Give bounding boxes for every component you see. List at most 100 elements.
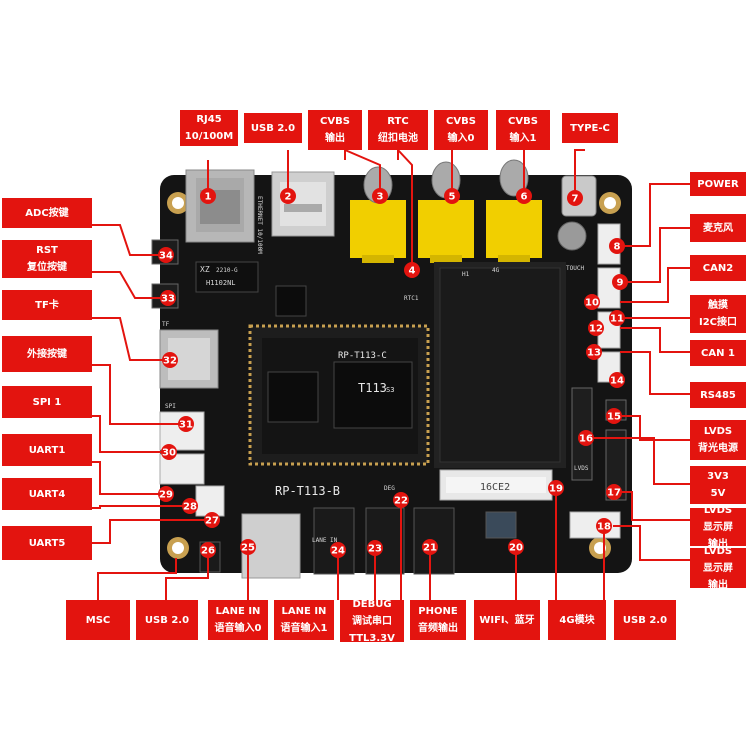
marker-13: 13 (587, 348, 601, 359)
core-module (248, 324, 430, 466)
callout-wifi-bt: WIFI、蓝牙 (474, 600, 540, 640)
callout-line: RJ45 (196, 114, 222, 125)
silk-xz: XZ (200, 265, 210, 274)
marker-3-circle (372, 188, 388, 204)
callout-line: 5V (710, 488, 726, 499)
marker-14-circle (609, 372, 625, 388)
callout-can1: CAN 1 (690, 340, 746, 366)
marker-30-circle (161, 444, 177, 460)
marker-15: 15 (607, 412, 621, 423)
callout-line: 外接按键 (27, 348, 67, 360)
callout-line: 输出 (708, 538, 728, 550)
callout-usb-top: USB 2.0 (244, 113, 302, 143)
marker-9: 9 (617, 278, 624, 289)
minipcie-connector (439, 469, 553, 501)
callout-line: SPI 1 (32, 396, 62, 408)
callout-uart1: UART1 (2, 434, 92, 466)
rj45-connector (185, 169, 255, 243)
marker-11-circle (609, 310, 625, 326)
capacitor (557, 221, 587, 251)
marker-25-circle (240, 539, 256, 555)
marker-13-circle (586, 344, 602, 360)
marker-17-circle (606, 484, 622, 500)
marker-16-circle (578, 430, 594, 446)
marker-5-circle (444, 188, 460, 204)
marker-4: 4 (409, 266, 416, 277)
callout-msc: MSC (66, 600, 130, 640)
silk-tf: TF (162, 321, 170, 328)
marker-22: 22 (394, 496, 408, 507)
callout-lvds-backlight: LVDS 背光电源 (690, 420, 746, 460)
marker-12-circle (588, 320, 604, 336)
callout-line: UART1 (28, 444, 66, 456)
marker-19: 19 (549, 484, 563, 495)
marker-20-circle (508, 539, 524, 555)
marker-1: 1 (205, 192, 212, 203)
callout-line: 输入1 (509, 133, 537, 144)
callout-line: UART5 (28, 537, 66, 549)
silk-deg: DEG (384, 485, 395, 492)
marker-11: 11 (610, 314, 624, 325)
marker-29-circle (158, 486, 174, 502)
callout-line: WIFI、蓝牙 (479, 614, 535, 626)
callout-line: PHONE (418, 606, 458, 617)
marker-18-circle (596, 518, 612, 534)
callout-line: 语音输入1 (280, 623, 328, 634)
callout-line: RS485 (700, 389, 736, 401)
callout-line: 调试串口 (352, 615, 392, 627)
callout-line: 10/100M (184, 131, 234, 142)
marker-17: 17 (607, 488, 621, 499)
callout-line: UART4 (28, 488, 66, 500)
callout-uart5: UART5 (2, 526, 92, 560)
callout-line: 纽扣电池 (378, 133, 418, 144)
callout-line: CVBS (446, 116, 476, 127)
silk-ethernet: ETHERNET 10/100M (256, 196, 263, 254)
callout-debug: DEBUG 调试串口 TTL3.3V (340, 599, 404, 644)
silk-soc: T113 (358, 381, 387, 395)
marker-31: 31 (179, 420, 193, 431)
marker-32-circle (162, 352, 178, 368)
marker-25: 25 (241, 543, 255, 554)
callout-lvds-out-1: LVDS 显示屏 输出 (690, 505, 746, 550)
callout-line: RTC (387, 116, 409, 127)
marker-23-circle (367, 540, 383, 556)
callout-line: USB 2.0 (144, 614, 190, 626)
marker-28-circle (182, 498, 198, 514)
callout-line: USB 2.0 (250, 122, 296, 134)
callout-line: 显示屏 (703, 562, 733, 574)
callout-touch-i2c: 触摸 I2C接口 (690, 295, 746, 333)
callout-line: 显示屏 (703, 521, 733, 533)
callout-type-c: TYPE-C (562, 113, 618, 143)
marker-4-circle (404, 262, 420, 278)
silk-xz-code: 2210-G (216, 267, 238, 274)
marker-27-circle (204, 512, 220, 528)
callout-mic: 麦克风 (690, 214, 746, 242)
callout-line: CAN 1 (701, 347, 735, 359)
marker-5: 5 (449, 192, 456, 203)
silk-core-module: RP-T113-C (338, 351, 387, 361)
callout-adc-key: ADC按键 (2, 198, 92, 228)
silk-lane: LANE IN (312, 537, 338, 544)
callout-rtc: RTC 纽扣电池 (368, 110, 428, 150)
callout-lvds-out-2: LVDS 显示屏 输出 (690, 546, 746, 591)
callout-rj45: RJ45 10/100M (180, 110, 238, 146)
marker-34: 34 (159, 251, 173, 262)
callout-phone: PHONE 音频输出 (410, 600, 466, 640)
silk-4g: 4G (492, 267, 500, 274)
callout-usb-right: USB 2.0 (614, 600, 676, 640)
callout-line: USB 2.0 (622, 614, 668, 626)
callout-line: 音频输出 (418, 623, 458, 634)
marker-18: 18 (597, 522, 611, 533)
marker-9-circle (612, 274, 628, 290)
callout-line: CVBS (508, 116, 538, 127)
callout-line: 麦克风 (703, 222, 733, 234)
marker-6: 6 (521, 192, 528, 203)
marker-10-circle (584, 294, 600, 310)
silk-touch: TOUCH (566, 265, 584, 272)
usb-top-connector (271, 171, 335, 237)
marker-1-circle (200, 188, 216, 204)
marker-27: 27 (205, 516, 219, 527)
